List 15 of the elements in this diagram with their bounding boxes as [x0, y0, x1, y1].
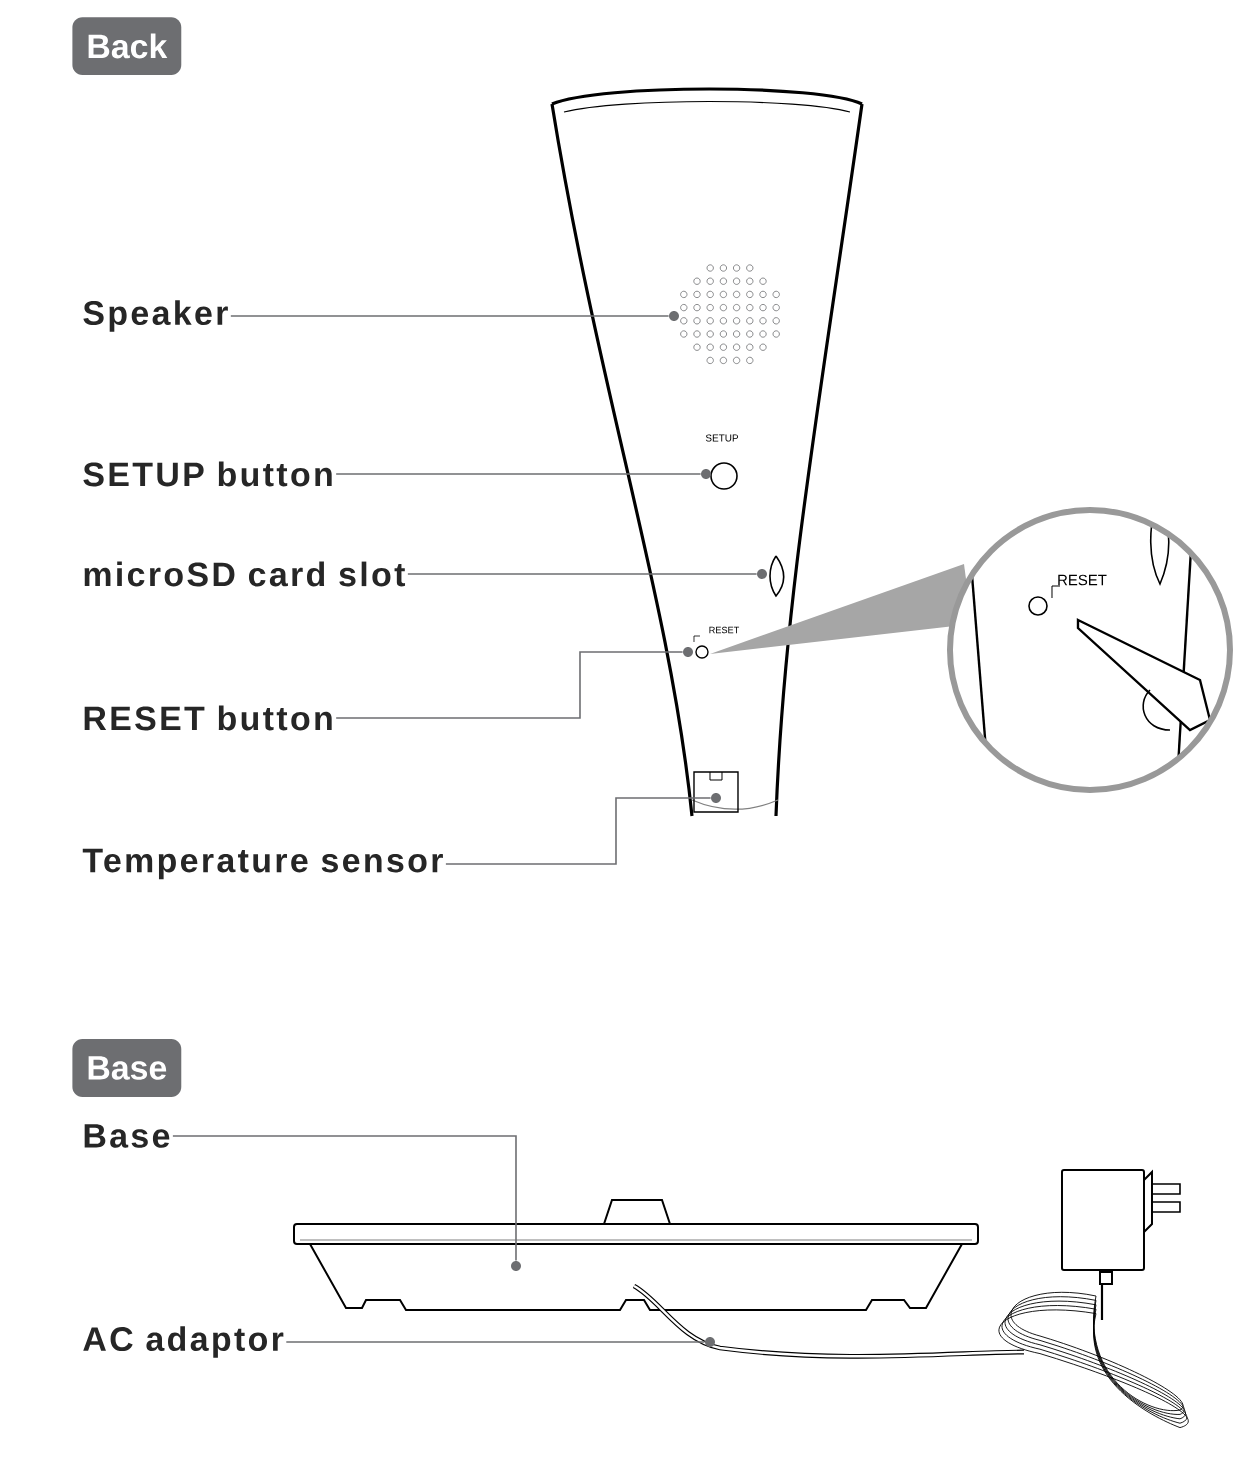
leader-line: [285, 1341, 706, 1343]
part-label: RESET button: [84, 705, 332, 731]
part-label: AC adaptor: [83, 1326, 284, 1358]
section-badge: Back: [72, 17, 182, 75]
leader-line: [172, 1135, 517, 1262]
part-label: Base: [84, 1124, 170, 1148]
section-badge: Base: [72, 1039, 182, 1097]
part-label: microSD card slot: [84, 561, 406, 587]
part-label: Temperature sensor: [82, 848, 443, 880]
leader-line: [335, 651, 684, 719]
leader-line: [407, 573, 758, 575]
part-label: Speaker: [83, 300, 228, 332]
leader-line: [445, 797, 712, 865]
part-label: SETUP button: [83, 461, 332, 487]
leader-line: [335, 473, 702, 475]
